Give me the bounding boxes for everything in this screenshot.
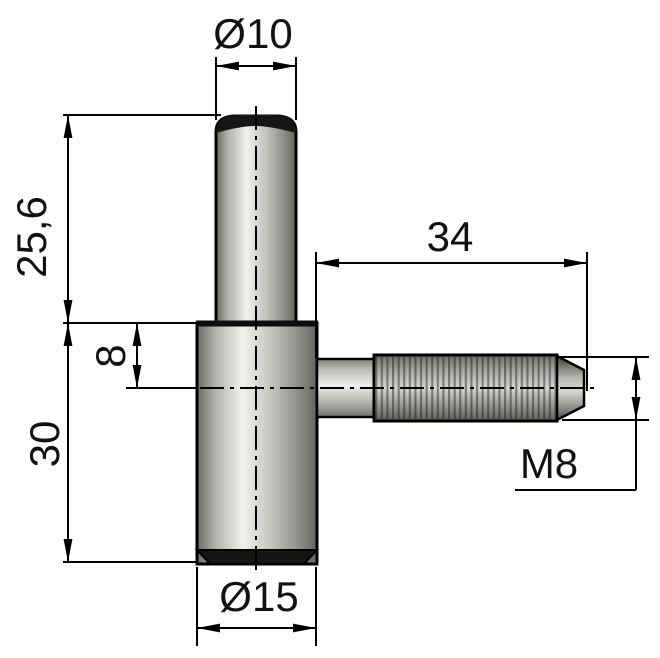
arrowhead-left xyxy=(197,623,220,633)
dimension-body-length: 30 xyxy=(21,323,197,563)
arrowhead-top xyxy=(631,357,641,380)
dimension-pin-length: 25,6 xyxy=(8,114,221,324)
pin-diameter-label: Ø10 xyxy=(213,10,292,57)
arrowhead-top xyxy=(63,115,73,138)
arrowhead-left xyxy=(216,61,239,71)
arrowhead-top xyxy=(132,323,142,346)
arrowhead-right xyxy=(564,258,587,268)
arrowhead-right xyxy=(273,61,296,71)
arrowhead-left xyxy=(316,258,339,268)
arrowhead-right xyxy=(293,623,316,633)
pin-length-label: 25,6 xyxy=(8,196,55,278)
dimension-thread-spec: M8 xyxy=(515,356,649,491)
arrowhead-bottom xyxy=(63,300,73,323)
dimension-pin-diameter: Ø10 xyxy=(213,10,297,120)
centerlines xyxy=(200,106,597,576)
dimension-shoulder-offset: 8 xyxy=(87,323,197,389)
part-hinge-pin xyxy=(194,114,586,566)
body-length-label: 30 xyxy=(21,421,68,468)
arrowhead-top xyxy=(63,323,73,346)
arrowhead-bottom xyxy=(631,397,641,420)
offset-label: 8 xyxy=(87,344,134,367)
dimension-stud-length: 34 xyxy=(315,213,588,391)
body-diameter-label: Ø15 xyxy=(219,573,298,620)
thread-spec-label: M8 xyxy=(520,440,578,487)
stud-length-label: 34 xyxy=(427,213,474,260)
arrowhead-bottom xyxy=(132,365,142,388)
dimension-body-diameter: Ø15 xyxy=(196,567,317,646)
arrowhead-bottom xyxy=(63,539,73,562)
